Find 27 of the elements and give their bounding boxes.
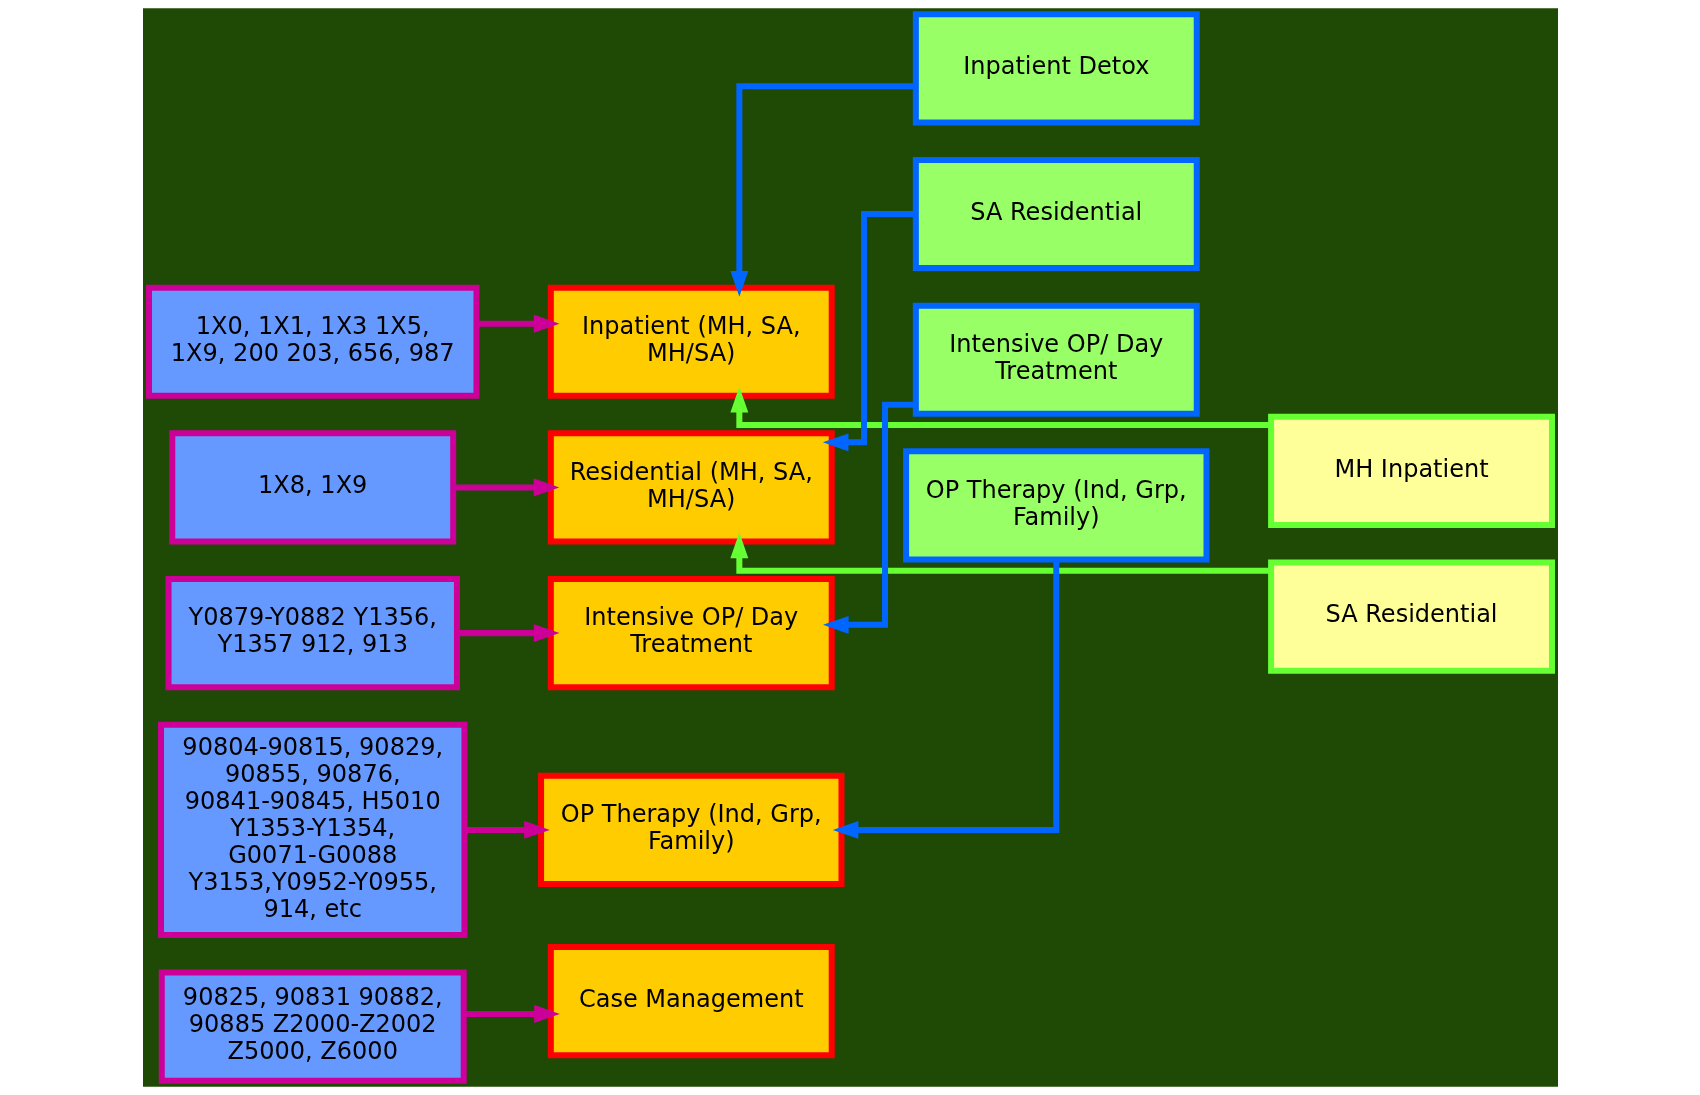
node-box: SA Residential — [1267, 559, 1555, 674]
node-box: OP Therapy (Ind, Grp, Family) — [902, 448, 1209, 563]
node-box: 1X0, 1X1, 1X3 1X5, 1X9, 200 203, 656, 987 — [145, 284, 479, 399]
node-box: Y0879-Y0882 Y1356, Y1357 912, 913 — [165, 576, 460, 691]
arrow — [822, 211, 916, 452]
arrow — [729, 532, 1271, 574]
node-box: OP Therapy (Ind, Grp, Family) — [537, 772, 844, 887]
node-box: Residential (MH, SA, MH/SA) — [547, 430, 835, 545]
arrow — [822, 401, 916, 634]
node-box: Intensive OP/ Day Treatment — [547, 576, 835, 691]
arrow — [729, 83, 915, 297]
node-box: 90804-90815, 90829, 90855, 90876, 90841-90845, H5010 Y1353-Y1354, G0071-G0088 Y3153,Y0952-Y0955, 914, etc — [157, 721, 467, 939]
arrow — [729, 386, 1271, 429]
node-box: Intensive OP/ Day Treatment — [912, 302, 1200, 417]
node-box: MH Inpatient — [1267, 413, 1555, 528]
node-box: 90825, 90831 90882, 90885 Z2000-Z2002 Z5000, Z6000 — [158, 969, 467, 1084]
arrow — [476, 314, 559, 333]
arrow — [453, 478, 559, 497]
node-box: SA Residential — [912, 156, 1200, 272]
node-box: 1X8, 1X9 — [168, 430, 456, 545]
arrow — [832, 559, 1059, 839]
node-box: Inpatient (MH, SA, MH/SA) — [547, 284, 835, 399]
arrow — [464, 820, 550, 839]
node-box: Case Management — [547, 944, 835, 1059]
arrow — [463, 1004, 560, 1023]
node-box: Inpatient Detox — [912, 11, 1200, 126]
arrow — [456, 624, 559, 643]
